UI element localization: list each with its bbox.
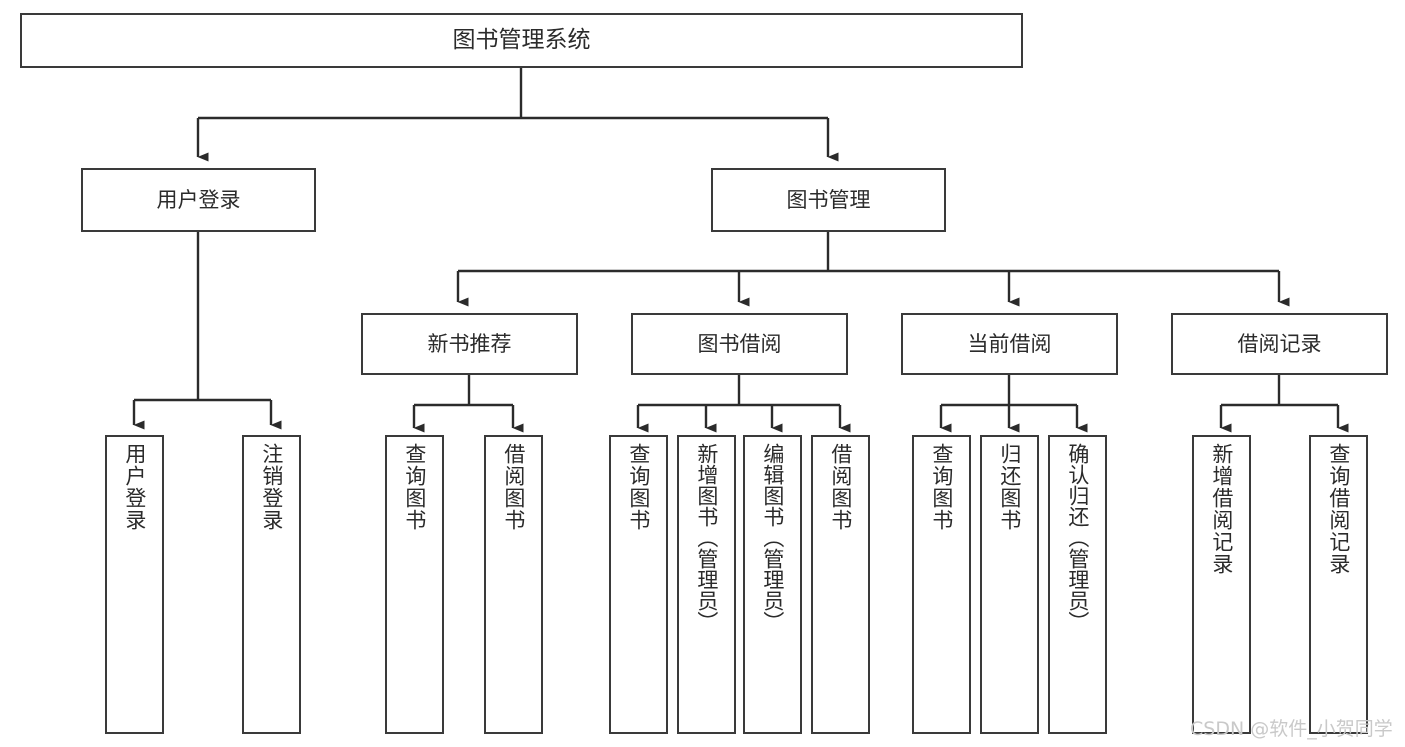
node-label: 查询借阅记录 bbox=[1326, 443, 1351, 575]
leaf-query-book-current[interactable]: 查询图书 bbox=[912, 435, 971, 734]
node-label: 注销登录 bbox=[259, 443, 284, 531]
node-label: 查询图书 bbox=[626, 443, 651, 531]
node-label: 查询图书 bbox=[402, 443, 427, 531]
csdn-watermark: CSDN @软件_小贺同学 bbox=[1190, 718, 1393, 740]
leaf-return-book[interactable]: 归还图书 bbox=[980, 435, 1039, 734]
node-label: 借阅记录 bbox=[1237, 331, 1322, 356]
leaf-confirm-return-admin[interactable]: 确认归还（管理员） bbox=[1048, 435, 1107, 734]
leaf-query-borrow-record[interactable]: 查询借阅记录 bbox=[1309, 435, 1368, 734]
node-current-borrow[interactable]: 当前借阅 bbox=[901, 313, 1118, 375]
leaf-query-book-recommend[interactable]: 查询图书 bbox=[385, 435, 444, 734]
node-label: 查询图书 bbox=[929, 443, 954, 531]
leaf-edit-book-admin[interactable]: 编辑图书（管理员） bbox=[743, 435, 802, 734]
leaf-logout-login[interactable]: 注销登录 bbox=[242, 435, 301, 734]
node-label: 图书借阅 bbox=[697, 331, 782, 356]
node-label: 确认归还（管理员） bbox=[1065, 443, 1090, 632]
node-book-borrow[interactable]: 图书借阅 bbox=[631, 313, 848, 375]
node-label: 新增借阅记录 bbox=[1209, 443, 1234, 575]
node-user-login[interactable]: 用户登录 bbox=[81, 168, 316, 232]
node-borrow-record[interactable]: 借阅记录 bbox=[1171, 313, 1388, 375]
node-label: 归还图书 bbox=[997, 443, 1022, 531]
node-book-management[interactable]: 图书管理 bbox=[711, 168, 946, 232]
leaf-add-borrow-record[interactable]: 新增借阅记录 bbox=[1192, 435, 1251, 734]
leaf-user-login[interactable]: 用户登录 bbox=[105, 435, 164, 734]
node-label: 新增图书（管理员） bbox=[694, 443, 719, 632]
leaf-borrow-book-recommend[interactable]: 借阅图书 bbox=[484, 435, 543, 734]
node-label: 借阅图书 bbox=[501, 443, 526, 531]
node-label: 借阅图书 bbox=[828, 443, 853, 531]
leaf-borrow-book[interactable]: 借阅图书 bbox=[811, 435, 870, 734]
node-label: 图书管理 bbox=[786, 187, 871, 212]
node-label: 新书推荐 bbox=[427, 331, 512, 356]
node-label: 用户登录 bbox=[156, 187, 241, 212]
leaf-query-book-borrow[interactable]: 查询图书 bbox=[609, 435, 668, 734]
node-label: 编辑图书（管理员） bbox=[760, 443, 785, 632]
node-new-book-recommend[interactable]: 新书推荐 bbox=[361, 313, 578, 375]
leaf-add-book-admin[interactable]: 新增图书（管理员） bbox=[677, 435, 736, 734]
node-label: 用户登录 bbox=[122, 443, 147, 531]
node-label: 图书管理系统 bbox=[452, 26, 591, 53]
node-root-system[interactable]: 图书管理系统 bbox=[20, 13, 1023, 68]
node-label: 当前借阅 bbox=[967, 331, 1052, 356]
